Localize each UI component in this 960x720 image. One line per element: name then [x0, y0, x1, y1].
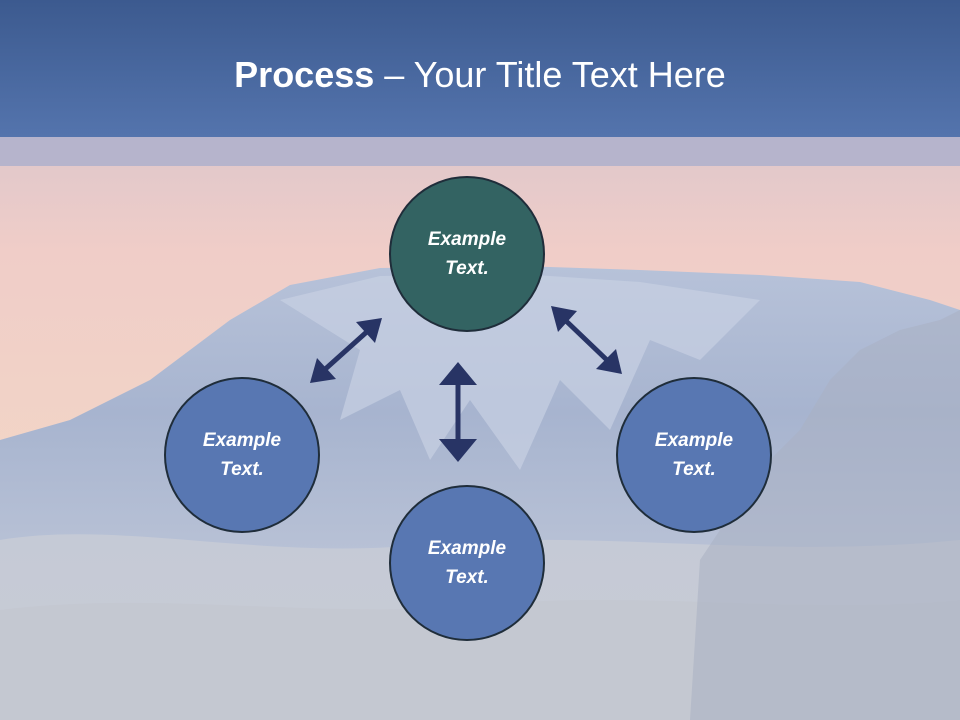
title-bar — [0, 0, 960, 137]
node-top-line2: Text. — [445, 258, 489, 279]
node-right-label: Example Text. — [634, 426, 754, 484]
node-right: Example Text. — [616, 377, 772, 533]
arrow-right-diagonal — [551, 306, 622, 374]
node-right-line1: Example — [654, 430, 734, 451]
arrow-left-diagonal — [310, 318, 382, 383]
node-bottom-line2: Text. — [445, 567, 489, 588]
node-bottom-label: Example Text. — [407, 534, 527, 592]
node-left-label: Example Text. — [182, 426, 302, 484]
node-bottom-line1: Example — [427, 538, 507, 559]
node-left-line1: Example — [202, 430, 282, 451]
arrow-vertical — [439, 362, 477, 462]
title-bold-part: Process — [234, 54, 375, 95]
node-top-label: Example Text. — [407, 225, 527, 283]
header-band — [0, 137, 960, 166]
node-right-line2: Text. — [672, 459, 716, 480]
node-bottom: Example Text. — [389, 485, 545, 641]
node-top: Example Text. — [389, 176, 545, 332]
node-left-line2: Text. — [220, 459, 264, 480]
title-rest-part: – Your Title Text Here — [374, 54, 726, 95]
node-left: Example Text. — [164, 377, 320, 533]
node-top-line1: Example — [427, 229, 507, 250]
slide-title: Process – Your Title Text Here — [0, 52, 960, 98]
